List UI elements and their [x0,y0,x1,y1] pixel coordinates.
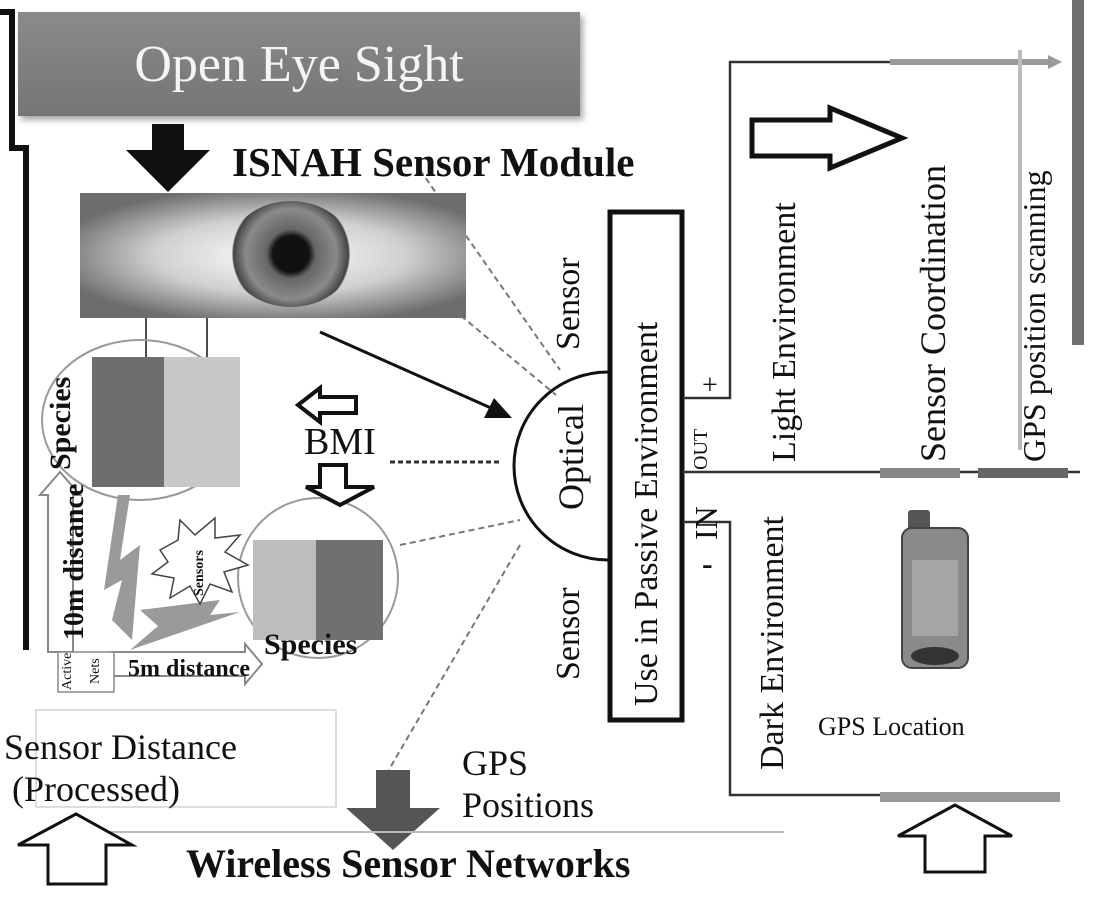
out-label: OUT [690,428,712,470]
coordination-arrow-icon [749,104,909,172]
module-title: ISNAH Sensor Module [232,139,635,185]
sensor-distance-box [35,709,337,808]
sensors-burst-icon [150,516,250,606]
in-line [683,520,880,797]
bmi-down-arrow-icon [305,463,375,508]
gps-device-screen [912,560,958,636]
out-line [683,60,890,400]
species-bottom-ellipse [237,497,399,659]
diagram-title: Open Eye Sight [134,35,464,93]
gps-device-button [911,647,959,665]
cat-image [316,540,383,640]
eye-to-optical-arrowhead [484,398,512,418]
optical-label: Optical [551,404,591,510]
cat-image [92,357,164,487]
ten-m-label: 10m distance [59,483,90,640]
bmi-label: BMI [304,421,376,463]
up-arrow-right-icon [897,803,1013,874]
up-arrow-left-icon [17,812,138,886]
species-top-label: Species [44,376,77,470]
light-env-label: Light Environment [766,202,803,462]
optical-semicircle [512,370,609,562]
eye-to-optical-line [319,330,501,414]
gray-arrowhead [1048,55,1062,69]
left-bracket-line [0,9,29,650]
five-m-label: 5m distance [128,656,250,682]
passive-box-label: Use in Passive Environment [628,321,665,706]
sensor-coordination-label: Sensor Coordination [913,165,953,462]
sensor-top-label: Sensor [550,257,587,350]
gps-positions-arrow-icon [346,770,440,850]
species-bottom-label: Species [264,628,358,661]
active-nets-box [57,651,115,693]
sensor-distance-line1: Sensor Distance [4,727,237,767]
ten-m-arrow-icon [37,470,83,653]
right-vertical-bar [1072,0,1084,345]
dotted-connector [379,544,521,786]
active-nets-line1: Active [60,652,75,690]
dark-env-label: Dark Environment [754,516,791,770]
five-m-arrow-icon [109,641,264,687]
gps-positions-line1: GPS [462,743,529,783]
dotted-connector [429,289,557,396]
gps-scanning-label: GPS position scanning [1016,170,1052,462]
sensor-distance-line2: (Processed) [12,769,180,809]
down-arrow-icon [126,124,210,192]
in-label: IN [688,506,724,540]
bmi-left-arrow-icon [294,383,358,427]
gray-bar [978,468,1068,478]
gps-positions-line2: Positions [462,785,595,825]
gray-bar [880,468,960,478]
gps-device-antenna [908,510,930,530]
lightning-icon [130,600,240,650]
minus-label: - [702,545,713,581]
lightning-icon [104,495,140,640]
passive-environment-box [607,209,685,723]
active-nets-line2: Nets [88,658,103,684]
sensor-bottom-label: Sensor [550,587,587,680]
eye-image [80,193,466,318]
title-box: Open Eye Sight [18,12,580,116]
gray-bar-bottom [880,792,1060,802]
dog-image [164,357,240,487]
plus-label: + [702,370,718,401]
dotted-connector [399,519,521,546]
footer-title: Wireless Sensor Networks [186,841,631,886]
gps-location-label: GPS Location [818,712,965,741]
iris-icon [228,201,354,307]
sensors-burst-label: Sensors [192,550,207,596]
